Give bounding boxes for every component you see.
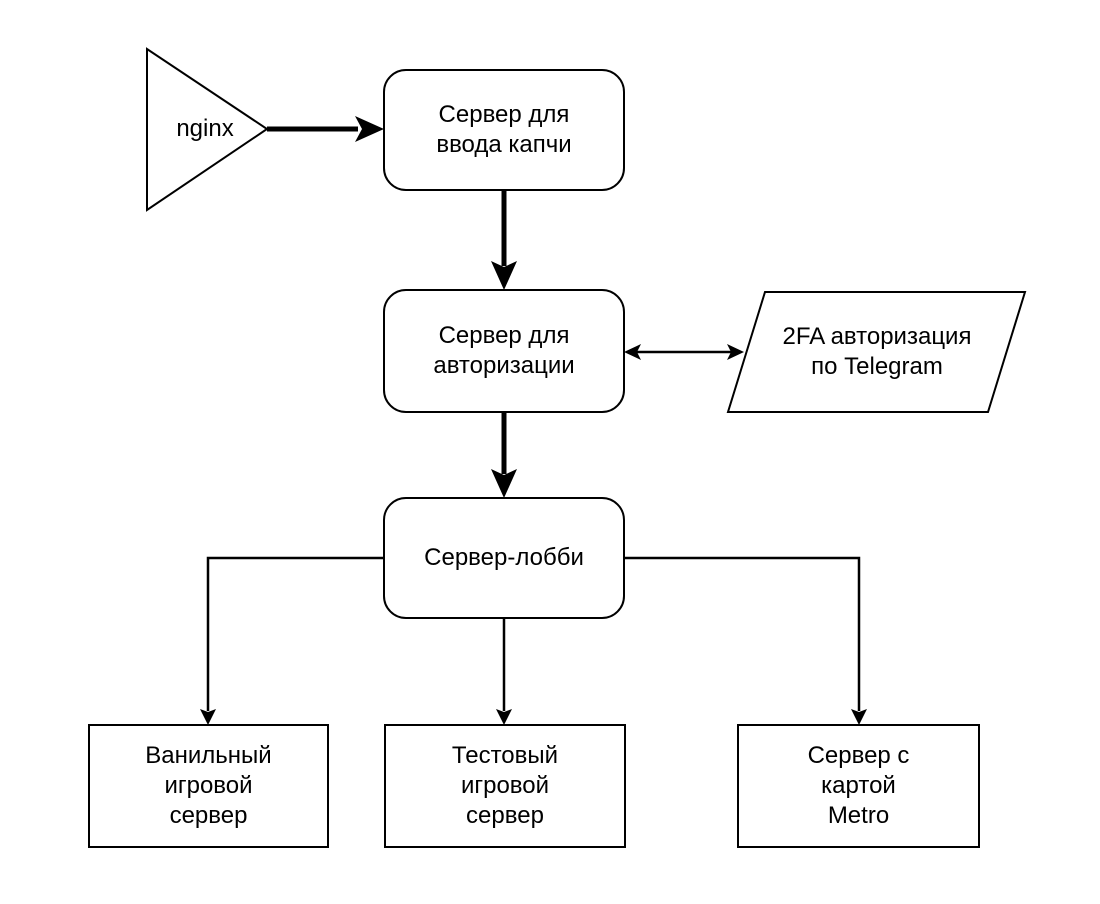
edge-auth-telegram — [624, 344, 744, 360]
edge-nginx-captcha — [267, 116, 384, 142]
vanilla-server-shape — [88, 724, 329, 848]
lobby-server-shape — [383, 497, 625, 619]
edge-lobby-vanilla — [200, 556, 384, 725]
captcha-server-shape — [383, 69, 625, 191]
test-server-shape — [384, 724, 626, 848]
nginx-triangle-shape — [146, 47, 269, 212]
edge-captcha-auth — [491, 190, 517, 290]
edge-lobby-metro — [624, 556, 867, 725]
edge-auth-lobby — [491, 412, 517, 498]
edge-lobby-test — [496, 618, 512, 725]
metro-server-shape — [737, 724, 980, 848]
telegram-2fa-parallelogram-shape — [726, 291, 1027, 413]
auth-server-shape — [383, 289, 625, 413]
